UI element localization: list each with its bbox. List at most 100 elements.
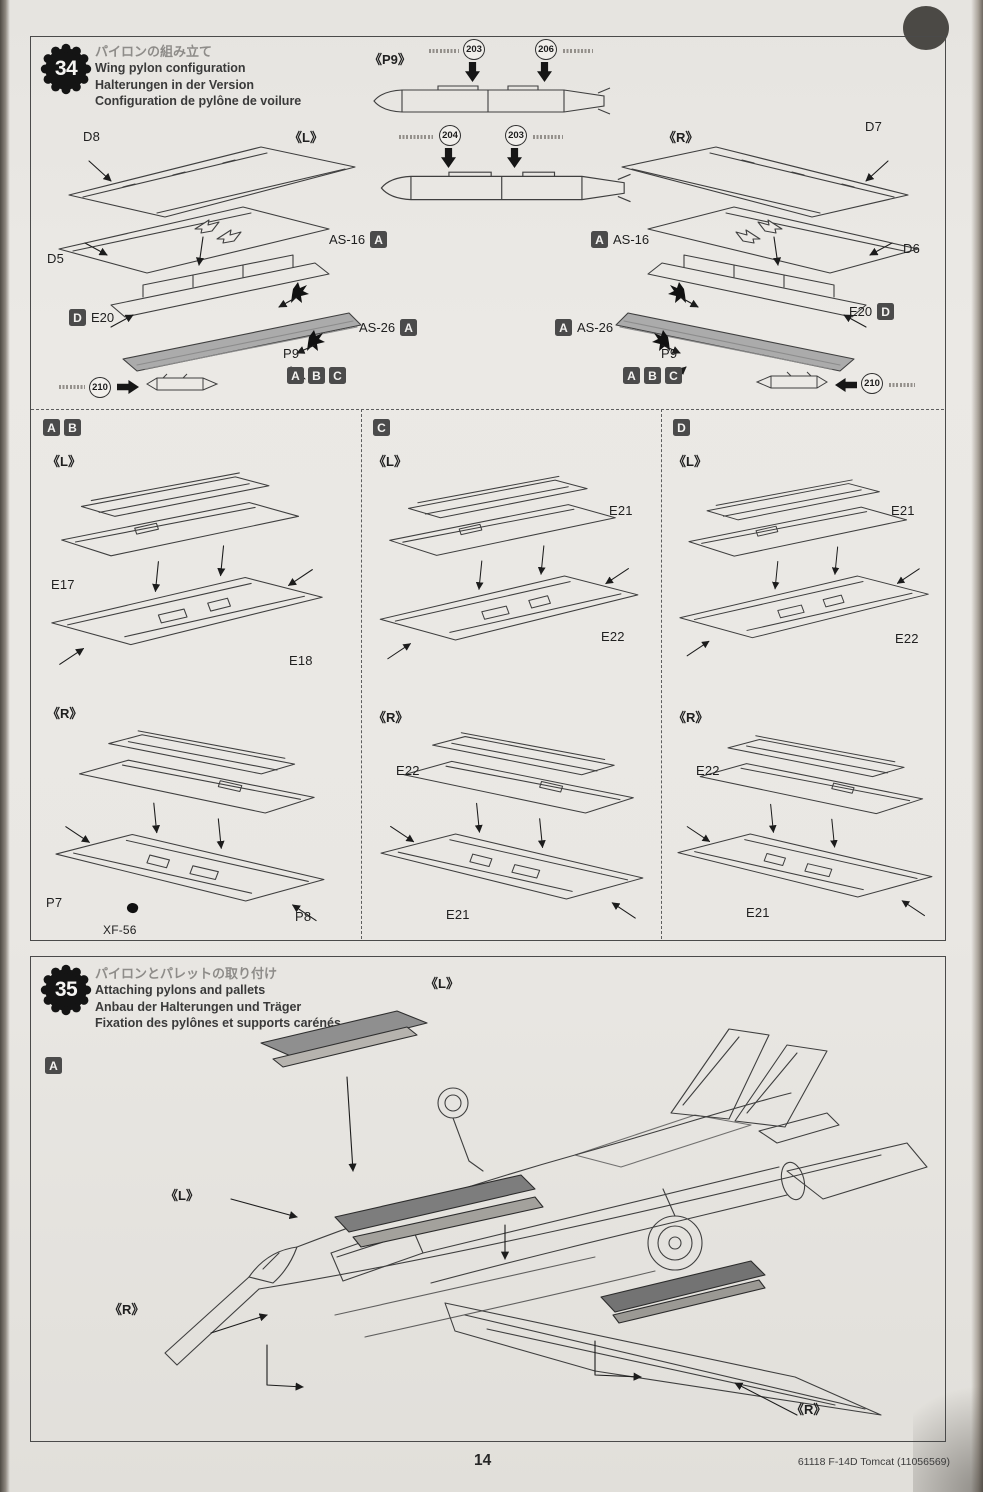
- adjacent-page-artifact: [903, 6, 949, 50]
- panel-ab-right-art: [39, 725, 339, 945]
- step35-number-badge: 35: [39, 963, 93, 1017]
- side-mark-left: 《L》: [47, 454, 81, 469]
- part-label-e17: E17: [51, 577, 75, 592]
- panel-d-right-art: [665, 727, 943, 942]
- part-label-p7: P7: [46, 895, 63, 910]
- variant-badge-d: D: [673, 419, 690, 436]
- scan-edge-right: [971, 0, 983, 1492]
- part-label-p8: P8: [295, 909, 312, 924]
- step35-number: 35: [54, 978, 78, 1001]
- side-mark-left: 《L》: [425, 976, 459, 991]
- variant-badge-d: D: [877, 303, 895, 320]
- panel-d-left-art: [669, 469, 941, 684]
- part-label-e22: E22: [601, 629, 625, 644]
- variant-badge-a: A: [43, 419, 60, 436]
- variant-badge-d: D: [69, 309, 86, 326]
- variant-badge-a: A: [370, 231, 388, 248]
- panel-c-badge: C: [373, 419, 390, 436]
- variant-badge-a: A: [555, 319, 572, 336]
- variant-badge-a: A: [287, 367, 304, 384]
- block-arrow-down-icon: [465, 62, 480, 82]
- side-mark-right: 《R》: [673, 710, 709, 725]
- variant-badge-c: C: [665, 367, 682, 384]
- side-mark-left: 《L》: [673, 454, 707, 469]
- part-label-e21: E21: [609, 503, 633, 518]
- part-label-e21: E21: [891, 503, 915, 518]
- mini-part-art: [146, 373, 218, 391]
- part-label-p9: P9: [283, 346, 300, 361]
- paint-fineprint: [563, 49, 593, 53]
- variant-badge-a: A: [591, 231, 608, 248]
- variant-badge-b: B: [64, 419, 81, 436]
- decal-label: AS-26: [359, 320, 396, 335]
- step35-title-fr: Fixation des pylônes et supports carénés: [95, 1016, 341, 1031]
- pylon-top-view-1-art: [373, 85, 611, 115]
- decal-callout-as26: AS-26 A: [359, 319, 418, 336]
- paint-label-xf56: XF-56: [103, 923, 137, 937]
- part-label-e21: E21: [446, 907, 470, 922]
- side-mark-left: 《L》: [165, 1188, 199, 1203]
- side-mark-left: 《L》: [373, 454, 407, 469]
- step35-title-en: Attaching pylons and pallets: [95, 983, 266, 998]
- step34-title-jp: パイロンの組み立て: [95, 44, 213, 59]
- scan-corner-shadow: [913, 1362, 983, 1492]
- part-label-p9: P9: [661, 346, 678, 361]
- panel-c-left-art: [369, 469, 651, 684]
- panel-divider-vertical: [361, 409, 362, 939]
- part-label-e20: E20: [849, 304, 873, 319]
- panel-c-right-art: [367, 727, 655, 942]
- paint-fineprint: [533, 135, 563, 139]
- step35-box: 35 パイロンとパレットの取り付け Attaching pylons and p…: [30, 956, 946, 1442]
- step35-title-de: Anbau der Halterungen und Träger: [95, 999, 302, 1014]
- starburst-icon: [40, 43, 92, 95]
- step34-title-fr: Configuration de pylône de voilure: [95, 94, 302, 109]
- aircraft-assembly-art: [164, 1010, 928, 1416]
- part-label-e22: E22: [396, 763, 420, 778]
- decal-callout-as16: A AS-16: [591, 231, 649, 248]
- paint-callout: 204: [439, 125, 461, 146]
- p9-callout-label: 《P9》: [369, 52, 411, 67]
- panel-d-badge: D: [673, 419, 690, 436]
- part-label-e20: E20: [91, 310, 115, 325]
- part-callout-e20: E20 D: [849, 303, 895, 320]
- side-mark-right: 《R》: [109, 1302, 145, 1317]
- part-label-e21: E21: [746, 905, 770, 920]
- kit-footer-text: 61118 F-14D Tomcat (11056569): [797, 1456, 950, 1468]
- variant-badge-a: A: [400, 319, 418, 336]
- paint-fineprint: [889, 383, 915, 387]
- part-callout-e20: D E20: [69, 309, 114, 326]
- page-number: 14: [474, 1452, 492, 1469]
- part-label-e22: E22: [895, 631, 919, 646]
- step35-titles: パイロンとパレットの取り付け Attaching pylons and pall…: [95, 965, 345, 1032]
- part-label-e18: E18: [289, 653, 313, 668]
- step35-variant-badge: A: [45, 1057, 62, 1074]
- paint-callout: 210: [89, 377, 111, 398]
- part-label-d6: D6: [903, 241, 921, 256]
- block-arrow-down-icon: [537, 62, 552, 82]
- step34-title-de: Halterungen in der Version: [95, 77, 255, 92]
- paint-callout: 210: [861, 373, 883, 394]
- paint-callout: 203: [463, 39, 485, 60]
- variant-badge-c: C: [329, 367, 346, 384]
- paint-fineprint: [429, 49, 459, 53]
- variant-badge-c: C: [373, 419, 390, 436]
- block-arrow-down-icon: [441, 148, 456, 168]
- variant-badge-row: A B C: [623, 367, 682, 384]
- side-mark-left: 《L》: [289, 130, 323, 145]
- panel-ab-badges: A B: [43, 419, 81, 436]
- scan-edge-left: [0, 0, 10, 1492]
- part-label-d5: D5: [47, 251, 65, 266]
- variant-badge-b: B: [308, 367, 325, 384]
- paint-fineprint: [399, 135, 433, 139]
- paint-callout: 206: [535, 39, 557, 60]
- starburst-icon: [40, 964, 92, 1016]
- side-mark-right: 《R》: [791, 1402, 827, 1417]
- part-label-d7: D7: [865, 119, 883, 134]
- part-label-d8: D8: [83, 129, 101, 144]
- right-assembly-art: [589, 137, 924, 397]
- decal-label: AS-16: [329, 232, 366, 247]
- decal-label: AS-16: [613, 232, 650, 247]
- variant-badge-a: A: [623, 367, 640, 384]
- decal-label: AS-26: [577, 320, 614, 335]
- part-label-e22: E22: [696, 763, 720, 778]
